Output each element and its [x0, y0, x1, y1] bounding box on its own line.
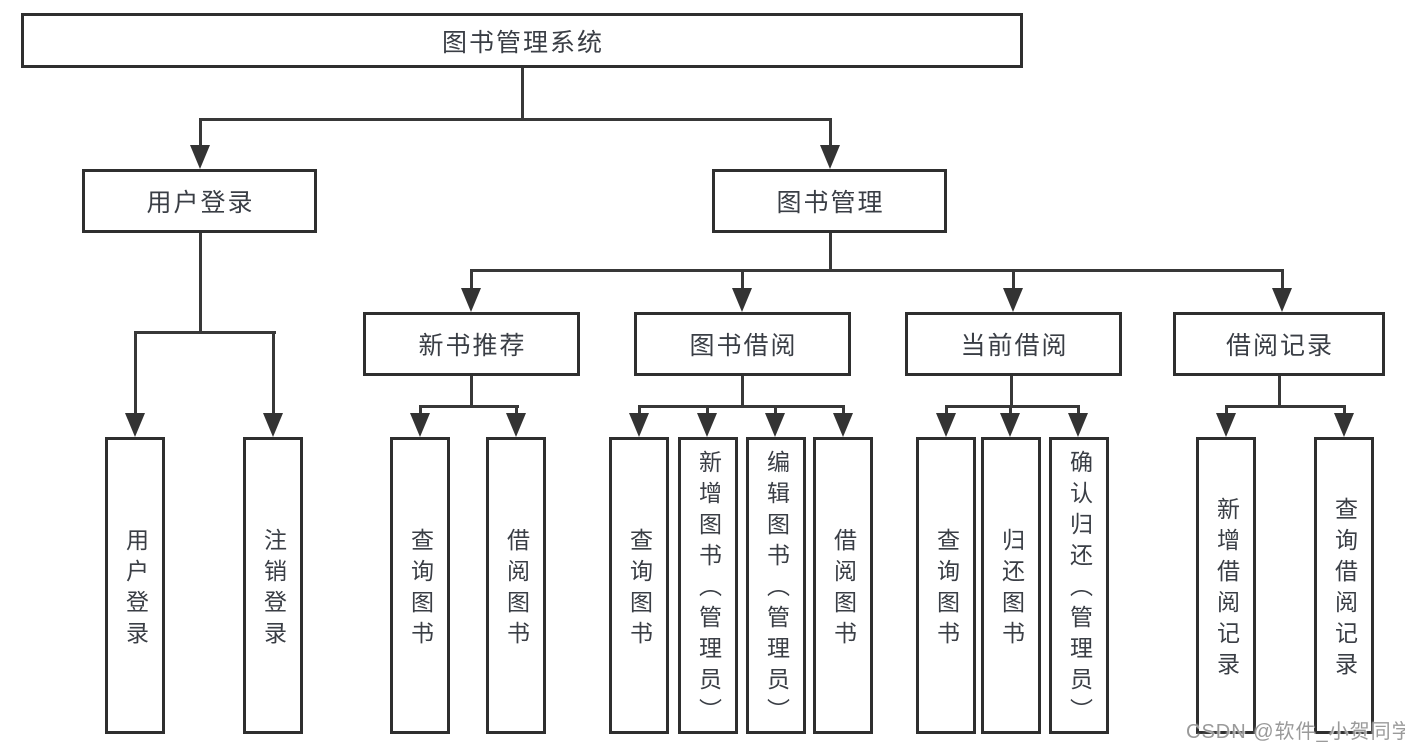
- connector-line: [842, 405, 845, 419]
- connector-current-stem: [1010, 374, 1013, 408]
- leaf-label: 确认归还（管理员）: [1066, 450, 1093, 729]
- connector-drop-user-login: [199, 118, 202, 148]
- down-arrowhead-icon: [190, 145, 210, 169]
- down-arrowhead-icon: [1334, 413, 1354, 437]
- connector-line: [945, 405, 948, 419]
- connector-line: [1225, 405, 1228, 419]
- csdn-watermark: CSDN @软件_小贺同学: [1186, 721, 1405, 743]
- leaf-label: 编辑图书（管理员）: [763, 450, 790, 729]
- leaf-label: 查询借阅记录: [1331, 496, 1358, 683]
- node-user-login: 用户登录: [82, 169, 317, 233]
- leaf-borrow-books: 借阅图书: [813, 437, 873, 734]
- leaf-add-borrow-record: 新增借阅记录: [1196, 437, 1256, 734]
- leaf-label: 用户登录: [122, 527, 149, 652]
- node-book-management: 图书管理: [712, 169, 947, 233]
- node-label: 当前借阅: [960, 332, 1069, 360]
- connector-line: [706, 405, 709, 419]
- leaf-return-book: 归还图书: [981, 437, 1041, 734]
- connector-line: [1009, 405, 1012, 419]
- leaf-label: 新增图书（管理员）: [695, 450, 722, 729]
- leaf-edit-book-admin: 编辑图书（管理员）: [746, 437, 806, 734]
- leaf-borrow-books-recommend: 借阅图书: [486, 437, 546, 734]
- down-arrowhead-icon: [1216, 413, 1236, 437]
- connector-borrow-rail: [638, 405, 845, 408]
- down-arrowhead-icon: [1003, 288, 1023, 312]
- down-arrowhead-icon: [1272, 288, 1292, 312]
- connector-newbook-stem: [470, 374, 473, 408]
- node-label: 图书借阅: [689, 332, 798, 360]
- connector-drop-book-mgmt: [829, 118, 832, 148]
- connector-records-stem: [1278, 374, 1281, 408]
- down-arrowhead-icon: [1068, 413, 1088, 437]
- down-arrowhead-icon: [506, 413, 526, 437]
- connector-borrow-stem: [741, 374, 744, 408]
- down-arrowhead-icon: [1000, 413, 1020, 437]
- node-book-borrow: 图书借阅: [634, 312, 851, 376]
- leaf-label: 注销登录: [260, 527, 287, 652]
- node-label: 新书推荐: [418, 332, 527, 360]
- leaf-query-borrow-record: 查询借阅记录: [1314, 437, 1374, 734]
- down-arrowhead-icon: [820, 145, 840, 169]
- connector-line: [1343, 405, 1346, 419]
- node-new-book-recommend: 新书推荐: [363, 312, 580, 376]
- connector-line: [272, 331, 275, 417]
- down-arrowhead-icon: [125, 413, 145, 437]
- connector-line: [638, 405, 641, 419]
- connector-root-rail: [199, 118, 831, 121]
- connector-userlogin-rail: [134, 331, 276, 334]
- node-label: 借阅记录: [1225, 332, 1334, 360]
- node-borrow-records: 借阅记录: [1173, 312, 1385, 376]
- node-root-label: 图书管理系统: [441, 28, 604, 57]
- leaf-add-book-admin: 新增图书（管理员）: [678, 437, 738, 734]
- leaf-logout: 注销登录: [243, 437, 303, 734]
- leaf-query-books-borrow: 查询图书: [609, 437, 669, 734]
- connector-line: [741, 269, 744, 291]
- down-arrowhead-icon: [410, 413, 430, 437]
- leaf-label: 归还图书: [998, 527, 1025, 652]
- down-arrowhead-icon: [263, 413, 283, 437]
- connector-newbook-rail: [419, 405, 519, 408]
- connector-line: [1281, 269, 1284, 291]
- leaf-confirm-return-admin: 确认归还（管理员）: [1049, 437, 1109, 734]
- down-arrowhead-icon: [732, 288, 752, 312]
- connector-line: [515, 405, 518, 419]
- connector-line: [470, 269, 473, 291]
- connector-line: [419, 405, 422, 419]
- connector-bookmgmt-rail: [470, 269, 1284, 272]
- leaf-query-books-recommend: 查询图书: [390, 437, 450, 734]
- down-arrowhead-icon: [461, 288, 481, 312]
- connector-bookmgmt-stem: [829, 231, 832, 272]
- down-arrowhead-icon: [697, 413, 717, 437]
- leaf-label: 查询图书: [933, 527, 960, 652]
- leaf-label: 借阅图书: [830, 527, 857, 652]
- connector-line: [1077, 405, 1080, 419]
- node-root: 图书管理系统: [21, 13, 1023, 68]
- down-arrowhead-icon: [765, 413, 785, 437]
- node-current-borrow: 当前借阅: [905, 312, 1122, 376]
- connector-current-rail: [945, 405, 1080, 408]
- node-label: 图书管理: [776, 189, 885, 217]
- down-arrowhead-icon: [833, 413, 853, 437]
- leaf-label: 新增借阅记录: [1213, 496, 1240, 683]
- connector-userlogin-stem: [199, 231, 202, 334]
- connector-line: [1012, 269, 1015, 291]
- down-arrowhead-icon: [936, 413, 956, 437]
- connector-records-rail: [1225, 405, 1346, 408]
- down-arrowhead-icon: [629, 413, 649, 437]
- leaf-query-books-current: 查询图书: [916, 437, 976, 734]
- leaf-label: 查询图书: [407, 527, 434, 652]
- leaf-user-login: 用户登录: [105, 437, 165, 734]
- node-label: 用户登录: [146, 189, 255, 217]
- leaf-label: 借阅图书: [503, 527, 530, 652]
- connector-root-stem: [521, 68, 524, 120]
- connector-line: [134, 331, 137, 417]
- leaf-label: 查询图书: [626, 527, 653, 652]
- connector-line: [774, 405, 777, 419]
